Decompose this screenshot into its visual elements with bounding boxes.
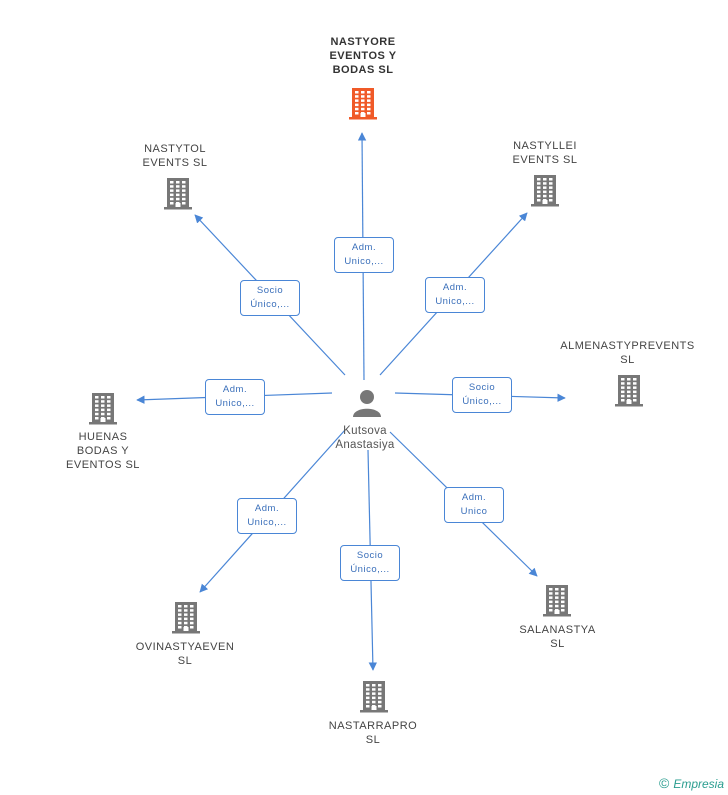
relation-tag-nastytol[interactable]: Socio Único,... bbox=[240, 280, 300, 316]
relation-tag-nastarrapro[interactable]: Socio Único,... bbox=[340, 545, 400, 581]
copyright-icon: © bbox=[658, 775, 670, 791]
relation-tag-almenastyprevents[interactable]: Socio Único,... bbox=[452, 377, 512, 413]
building-icon[interactable] bbox=[530, 173, 560, 212]
person-icon bbox=[353, 390, 381, 417]
company-name-salanastya[interactable]: SALANASTYA SL bbox=[519, 624, 596, 650]
building-icon[interactable] bbox=[163, 176, 193, 215]
relation-tag-nastyore[interactable]: Adm. Unico,... bbox=[334, 237, 394, 273]
company-name-ovinastyaeven[interactable]: OVINASTYAEVEN SL bbox=[135, 641, 235, 667]
building-icon[interactable] bbox=[88, 391, 118, 430]
company-name-nastytol[interactable]: NASTYTOL EVENTS SL bbox=[142, 143, 208, 169]
relation-tag-ovinastyaeven[interactable]: Adm. Unico,... bbox=[237, 498, 297, 534]
relation-tag-nastyllei[interactable]: Adm. Unico,... bbox=[425, 277, 485, 313]
company-name-nastyore[interactable]: NASTYORE EVENTOS Y BODAS SL bbox=[329, 36, 397, 76]
brand-name[interactable]: Empresia bbox=[673, 777, 724, 791]
company-name-huenas[interactable]: HUENAS BODAS Y EVENTOS SL bbox=[66, 431, 140, 471]
building-icon[interactable] bbox=[359, 679, 389, 718]
company-name-nastyllei[interactable]: NASTYLLEI EVENTS SL bbox=[512, 140, 578, 166]
building-icon[interactable] bbox=[348, 86, 378, 125]
relation-tag-huenas[interactable]: Adm. Unico,... bbox=[205, 379, 265, 415]
building-icon[interactable] bbox=[614, 373, 644, 412]
company-name-nastarrapro[interactable]: NASTARRAPRO SL bbox=[328, 720, 418, 746]
footer-brand: ©Empresia bbox=[659, 775, 724, 791]
company-name-almenastyprevents[interactable]: ALMENASTYPREVENTS SL bbox=[560, 340, 695, 366]
building-icon[interactable] bbox=[171, 600, 201, 639]
building-icon[interactable] bbox=[542, 583, 572, 622]
center-person-name[interactable]: Kutsova Anastasiya bbox=[335, 425, 395, 451]
relation-tag-salanastya[interactable]: Adm. Unico bbox=[444, 487, 504, 523]
